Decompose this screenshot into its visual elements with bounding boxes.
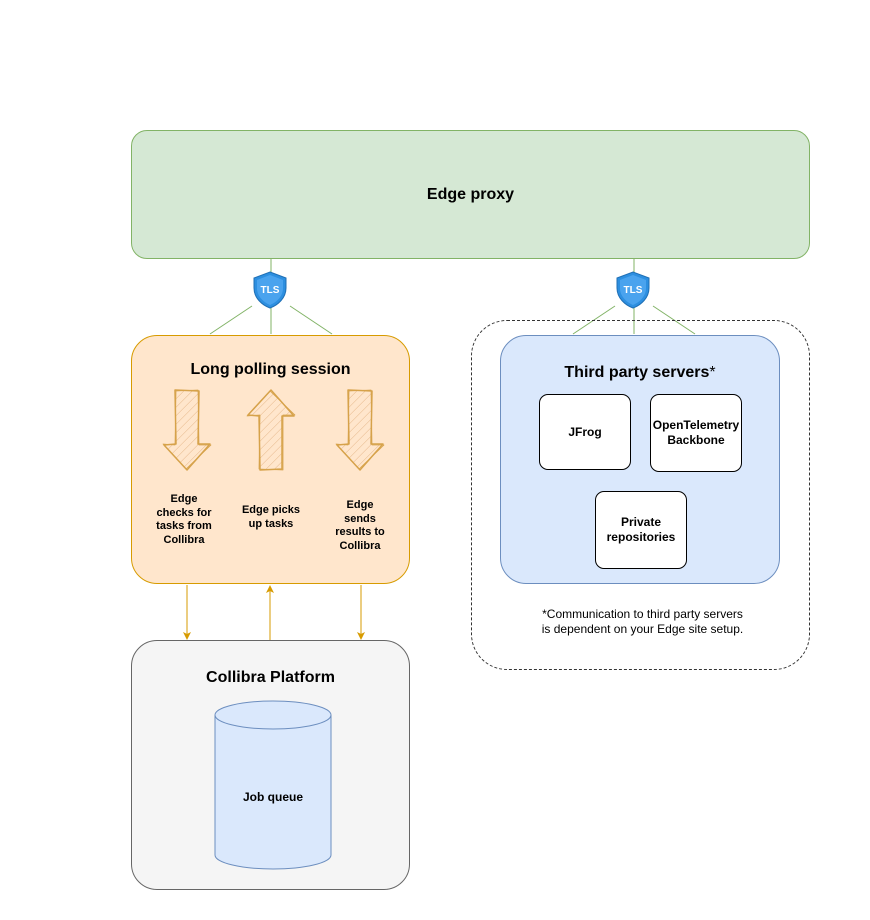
- polling-session-title: Long polling session: [190, 361, 351, 378]
- edge-proxy-title: Edge proxy: [426, 185, 515, 203]
- tls-shield-icon: TLS: [616, 271, 650, 309]
- step-label-picks-up-tasks: Edge picks up tasks: [241, 504, 301, 530]
- edge-proxy-box: Edge proxy: [131, 130, 810, 259]
- tls-left-to-polling-connector-3: [289, 305, 333, 335]
- tls-badge-label: TLS: [261, 285, 280, 296]
- third-party-footnote: *Communication to third party servers is…: [541, 607, 744, 636]
- tls-badge-label: TLS: [624, 285, 643, 296]
- step-label-sends-results: Edge sends results to Collibra: [335, 499, 385, 552]
- tls-shield-icon: TLS: [253, 271, 287, 309]
- third-party-title: Third party servers*: [564, 364, 715, 382]
- third-party-title-asterisk: *: [709, 364, 716, 381]
- collibra-platform-title: Collibra Platform: [206, 669, 335, 686]
- private-repositories-node: Private repositories: [595, 491, 687, 569]
- tls-left-to-polling-connector-1: [209, 305, 253, 335]
- opentelemetry-server-node: OpenTelemetry Backbone: [650, 394, 742, 472]
- third-party-dashed-boundary: [471, 320, 810, 670]
- job-queue-cylinder-icon: [214, 700, 332, 870]
- down-arrow-icon: [162, 389, 212, 471]
- up-arrow-icon: [246, 389, 296, 471]
- step-label-checks-tasks: Edge checks for tasks from Collibra: [156, 493, 212, 546]
- down-arrow-icon: [335, 389, 385, 471]
- job-queue-label: Job queue: [242, 790, 303, 804]
- third-party-title-text: Third party servers: [564, 364, 710, 381]
- jfrog-server-node: JFrog: [539, 394, 631, 470]
